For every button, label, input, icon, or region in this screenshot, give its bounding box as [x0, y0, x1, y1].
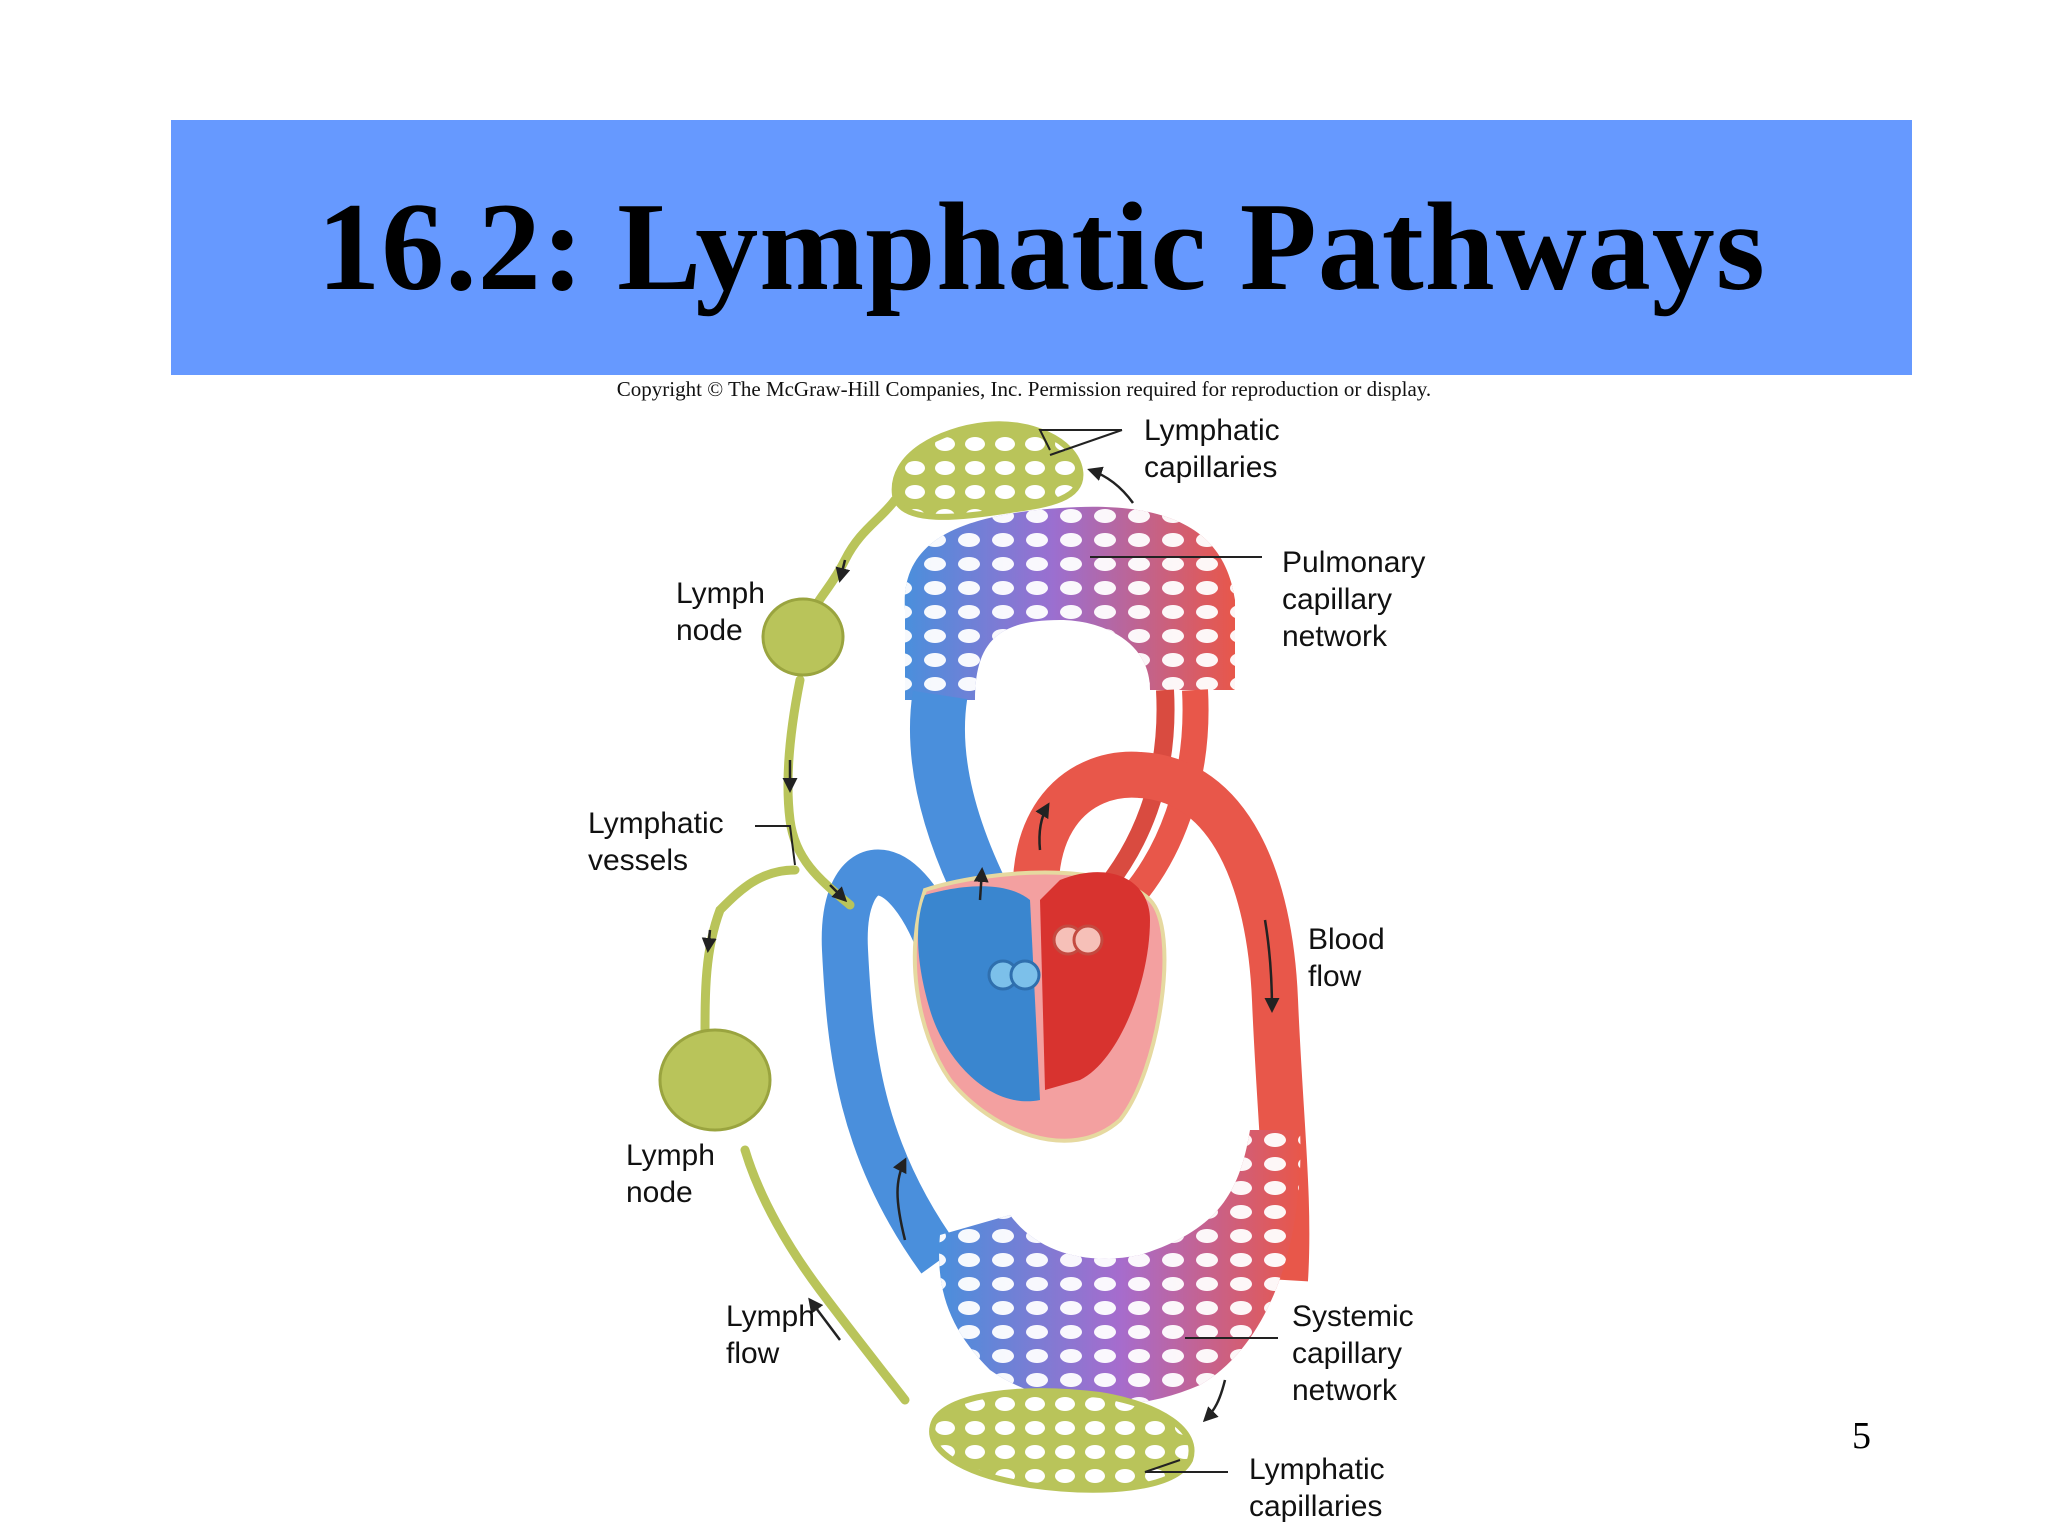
- lymph-node-lower: [658, 1028, 772, 1132]
- label-lymphatic-vessels: Lymphatic vessels: [588, 807, 724, 877]
- lymphatic-capillaries-top: [891, 421, 1084, 520]
- lymph-node-upper: [761, 597, 845, 677]
- leader-lines: [755, 429, 1278, 1473]
- flow-arrows: [701, 466, 1280, 1423]
- pulmonary-capillary-network: [904, 506, 1235, 700]
- title-bar: 16.2: Lymphatic Pathways: [171, 120, 1912, 375]
- label-blood-flow: Blood flow: [1308, 923, 1385, 993]
- vena-cava: [821, 849, 967, 1274]
- heart: [912, 870, 1167, 1143]
- slide-title: 16.2: Lymphatic Pathways: [317, 177, 1766, 317]
- label-systemic-capillary-network: Systemic capillary network: [1292, 1300, 1414, 1407]
- systemic-capillary-network: [939, 1130, 1301, 1405]
- label-lymph-node-upper: Lymph node: [676, 577, 765, 647]
- label-lymph-node-lower: Lymph node: [626, 1139, 715, 1209]
- label-lymphatic-capillaries-top: Lymphatic capillaries: [1144, 414, 1280, 484]
- label-lymph-flow: Lymph flow: [726, 1300, 815, 1370]
- lymphatic-capillaries-bottom: [929, 1388, 1195, 1493]
- copyright-notice: Copyright © The McGraw-Hill Companies, I…: [616, 377, 1432, 401]
- label-lymphatic-capillaries-bottom: Lymphatic capillaries: [1249, 1453, 1385, 1523]
- page-number: 5: [1852, 1415, 1871, 1457]
- label-pulmonary-capillary-network: Pulmonary capillary network: [1282, 546, 1426, 653]
